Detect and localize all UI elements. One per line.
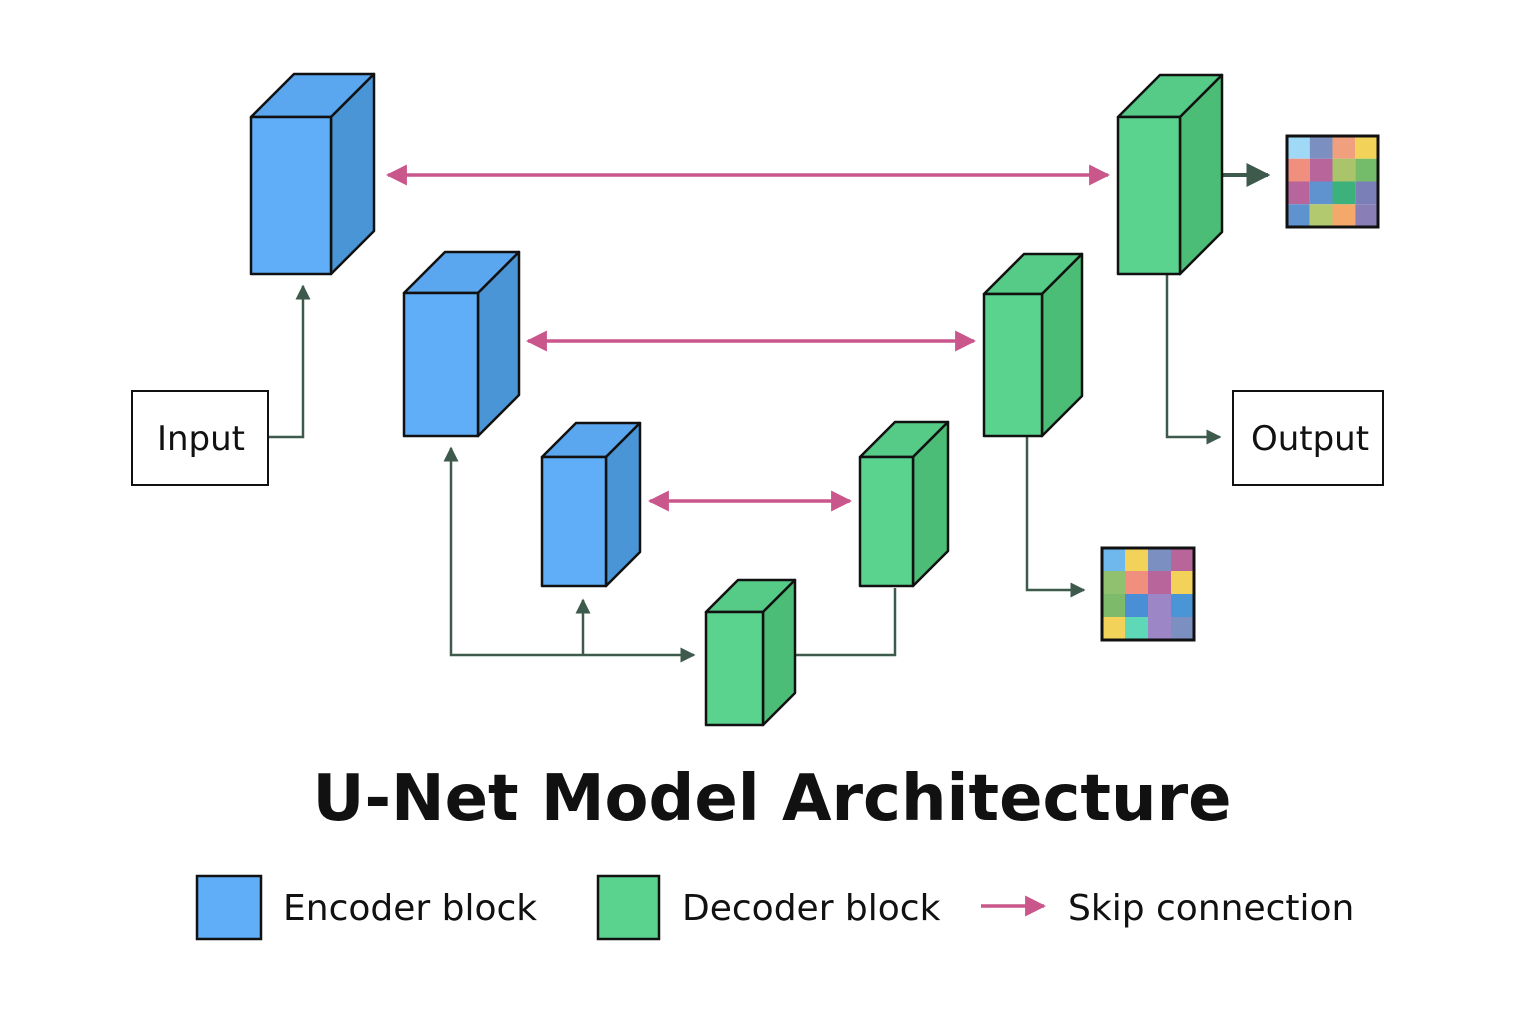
map-cell: [1125, 548, 1148, 571]
output-label: Output: [1251, 419, 1369, 459]
encoder-block-2: [402, 250, 521, 438]
map-cell: [1309, 158, 1333, 182]
decoder-block-3-front: [858, 455, 915, 588]
decoder-block-2: [982, 252, 1084, 438]
map-cell: [1102, 548, 1125, 571]
encoder-block-1: [249, 72, 376, 276]
input-box: [131, 390, 269, 486]
bottleneck-to-encoder2-arrow: [443, 446, 583, 657]
legend-encoder-label: Encoder block: [283, 888, 537, 929]
map-cell: [1309, 204, 1333, 227]
bottleneck-to-decoder3-line: [796, 588, 897, 657]
decoder-block-1: [1116, 73, 1224, 276]
decoder-block-3: [858, 420, 950, 588]
encoder-block-3: [540, 421, 642, 588]
skip-connections: [385, 164, 1111, 512]
map-cell: [1287, 181, 1310, 205]
decoder-block-1-front: [1116, 115, 1182, 276]
map-cell: [1355, 158, 1378, 182]
map-cell: [1148, 571, 1171, 594]
encoder-block-2-front: [402, 291, 480, 438]
map-cell: [1355, 136, 1378, 159]
bottleneck-block-front: [704, 610, 765, 727]
map-cell: [1171, 571, 1194, 594]
map-cell: [1102, 617, 1125, 640]
map-cell: [1125, 571, 1148, 594]
map-cell: [1287, 158, 1310, 182]
map-cell: [1148, 594, 1171, 617]
map-cell: [1355, 181, 1378, 205]
bottleneck-block: [704, 578, 797, 727]
legend-decoder-label: Decoder block: [682, 888, 941, 929]
map-cell: [1102, 594, 1125, 617]
output-map-top: [1285, 134, 1380, 229]
legend-skip-label: Skip connection: [1068, 888, 1354, 929]
map-cell: [1171, 548, 1194, 571]
input-node: Input: [131, 390, 269, 486]
map-cell: [1125, 594, 1148, 617]
map-cell: [1332, 158, 1356, 182]
legend-decoder-swatch: [596, 874, 661, 941]
input-to-encoder1-arrow: [268, 284, 311, 439]
output-box: [1232, 390, 1384, 486]
encoder-block-3-front: [540, 455, 608, 588]
map-cell: [1171, 594, 1194, 617]
map-cell: [1332, 181, 1356, 205]
encoder-block-1-front: [249, 115, 333, 276]
output-map-bottom: [1100, 546, 1196, 642]
map-cell: [1102, 571, 1125, 594]
map-cell: [1287, 204, 1310, 227]
map-cell: [1148, 548, 1171, 571]
map-cell: [1332, 136, 1356, 159]
flow-connectors: [268, 163, 1271, 663]
legend: Encoder block Decoder block Skip connect…: [195, 874, 1354, 941]
map-cell: [1171, 617, 1194, 640]
legend-encoder-swatch: [195, 874, 263, 941]
map-cell: [1287, 136, 1310, 159]
map-cell: [1355, 204, 1378, 227]
diagram-title: U-Net Model Architecture: [312, 762, 1231, 836]
decoder2-to-map-arrow: [1025, 437, 1086, 598]
map-cell: [1148, 617, 1171, 640]
map-border: [1100, 546, 1196, 642]
output-node: Output: [1232, 390, 1384, 486]
map-cell: [1125, 617, 1148, 640]
decoder1-to-output-arrow: [1165, 275, 1222, 445]
input-label: Input: [157, 419, 245, 459]
map-cell: [1309, 136, 1333, 159]
map-cell: [1332, 204, 1356, 227]
map-cell: [1309, 181, 1333, 205]
decoder-block-2-front: [982, 292, 1044, 438]
map-border: [1285, 134, 1380, 229]
blocks: [249, 72, 1224, 727]
